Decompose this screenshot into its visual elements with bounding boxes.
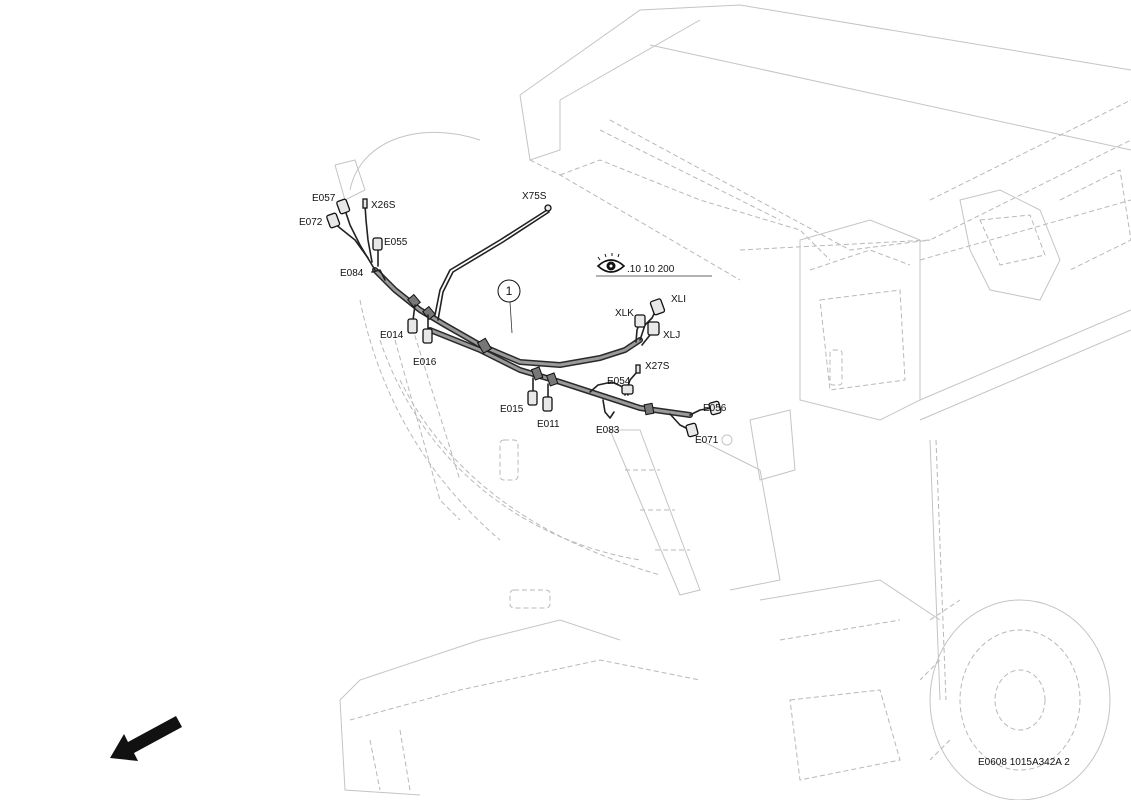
main-harness	[372, 267, 693, 418]
connector-e056	[708, 400, 722, 416]
label-e015: E015	[500, 404, 524, 415]
view-reference-text: .10 10 200	[627, 264, 675, 275]
label-xlk: XLK	[615, 308, 634, 319]
label-e016: E016	[413, 357, 437, 368]
view-reference: .10 10 200	[596, 253, 712, 277]
connector-xlj	[647, 321, 660, 336]
label-e071: E071	[695, 435, 719, 446]
connector-e055	[372, 237, 383, 251]
label-xli: XLI	[671, 294, 686, 305]
label-e072: E072	[299, 217, 323, 228]
label-x75s: X75S	[522, 191, 547, 202]
label-e083: E083	[596, 425, 620, 436]
connector-x75s	[544, 204, 552, 212]
label-x27s: X27S	[645, 361, 670, 372]
connector-x27s	[635, 364, 641, 374]
label-e014: E014	[380, 330, 404, 341]
connector-e015	[527, 390, 538, 406]
connector-labels: E057 E072 X26S E055 E084 X75S E014 E016 …	[299, 191, 727, 446]
label-xlj: XLJ	[663, 330, 680, 341]
connectors	[326, 198, 722, 438]
label-e055: E055	[384, 237, 408, 248]
label-e011: E011	[537, 419, 560, 430]
connector-x26s	[362, 198, 368, 209]
machine-outline	[334, 4, 1131, 800]
label-e057: E057	[312, 193, 336, 204]
label-e054: E054	[607, 376, 631, 387]
connector-e071	[685, 422, 699, 438]
connector-e016	[422, 328, 433, 344]
connector-e072	[326, 212, 341, 229]
label-x26s: X26S	[371, 200, 396, 211]
connector-e014	[407, 318, 418, 334]
connector-xli	[649, 298, 666, 316]
callout-1: 1	[497, 279, 521, 334]
connector-e057	[336, 198, 351, 215]
arrow-icon	[110, 716, 182, 761]
connector-e011	[542, 396, 553, 412]
eye-icon	[596, 253, 626, 273]
callout-number: 1	[506, 284, 513, 298]
connector-e054	[621, 384, 634, 395]
label-e056: E056	[703, 403, 727, 414]
connector-xlk	[634, 314, 646, 328]
drawing-code: E0608 1015A342A 2	[978, 757, 1070, 768]
label-e084: E084	[340, 268, 364, 279]
